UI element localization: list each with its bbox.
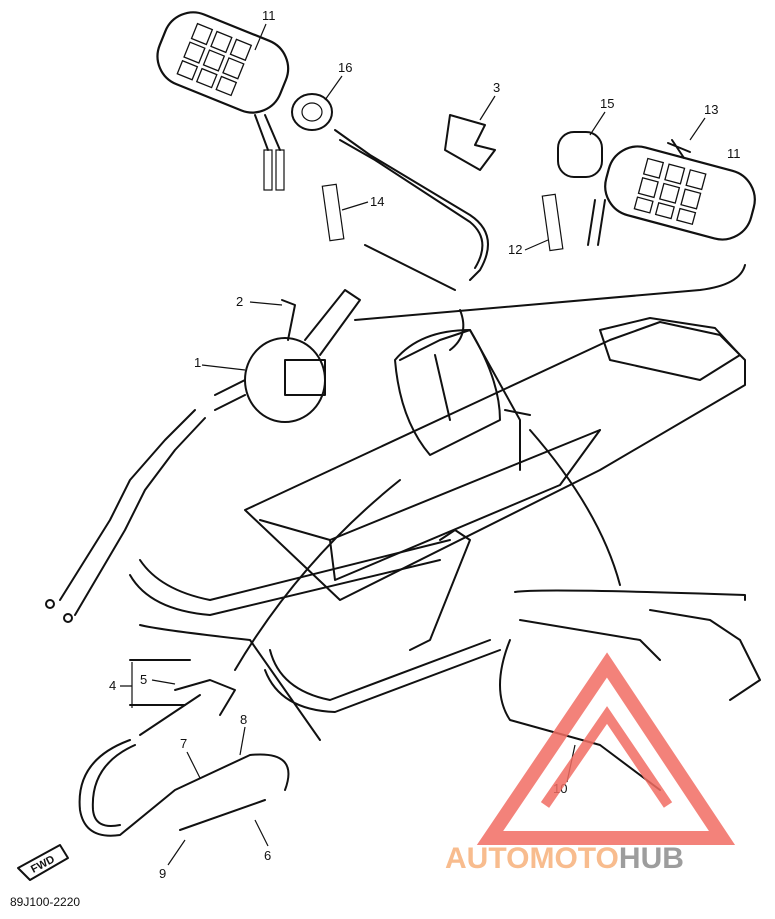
- callout-3: 3: [493, 80, 500, 95]
- lower-left-bracket: [139, 624, 321, 741]
- callout-2: 2: [236, 294, 243, 309]
- callout-9: 9: [159, 866, 166, 881]
- callout-7: 7: [180, 736, 187, 751]
- handlebar-grip-right: [587, 145, 756, 246]
- callout-14: 14: [370, 194, 384, 209]
- snowmobile-outline: [129, 317, 746, 713]
- band-12: [541, 193, 564, 252]
- logo-auto: AUTO: [445, 842, 529, 875]
- windshield: [394, 329, 531, 456]
- callout-13: 13: [704, 102, 718, 117]
- callout-15: 15: [600, 96, 614, 111]
- callout-16: 16: [338, 60, 352, 75]
- leader-lines: [120, 23, 706, 866]
- choke-cable-loop: [78, 739, 290, 837]
- callout-5: 5: [140, 672, 147, 687]
- callout-11-left: 11: [262, 8, 276, 23]
- top-bracket: [354, 264, 746, 321]
- logo-hub: HUB: [619, 842, 684, 875]
- choke-lever: [129, 659, 236, 736]
- fwd-arrow: FWD: [17, 844, 69, 881]
- automotohub-logo: AUTOMOTOHUB: [445, 652, 736, 875]
- lower-right-bracket: [514, 589, 746, 601]
- brake-lever-assembly: [499, 609, 761, 791]
- grip-ring-16: [291, 93, 333, 131]
- pointer-arrows: [234, 309, 621, 671]
- clip-3: [444, 114, 496, 171]
- callout-11-right: 11: [727, 146, 741, 161]
- bolt-13: [667, 139, 691, 159]
- callout-8: 8: [240, 712, 247, 727]
- bolt-2: [281, 299, 296, 341]
- svg-text:AUTOMOTOHUB: AUTOMOTOHUB: [445, 842, 684, 875]
- callout-1: 1: [194, 355, 201, 370]
- callout-labels: 11 16 3 15 13 11 14 12 2 1 4 5 8 7 10 9 …: [109, 8, 741, 881]
- callout-6: 6: [264, 848, 271, 863]
- lower-cables-left: [45, 409, 206, 623]
- callout-4: 4: [109, 678, 116, 693]
- grip-ring-15: [557, 131, 603, 178]
- logo-moto: MOTO: [529, 842, 618, 875]
- diagram-code: 89J100-2220: [10, 895, 80, 909]
- handlebar-grip-left: [156, 11, 290, 191]
- callout-12: 12: [508, 242, 522, 257]
- throttle-cable-top: [334, 129, 489, 281]
- band-14: [321, 183, 345, 242]
- throttle-housing-1: [214, 289, 361, 423]
